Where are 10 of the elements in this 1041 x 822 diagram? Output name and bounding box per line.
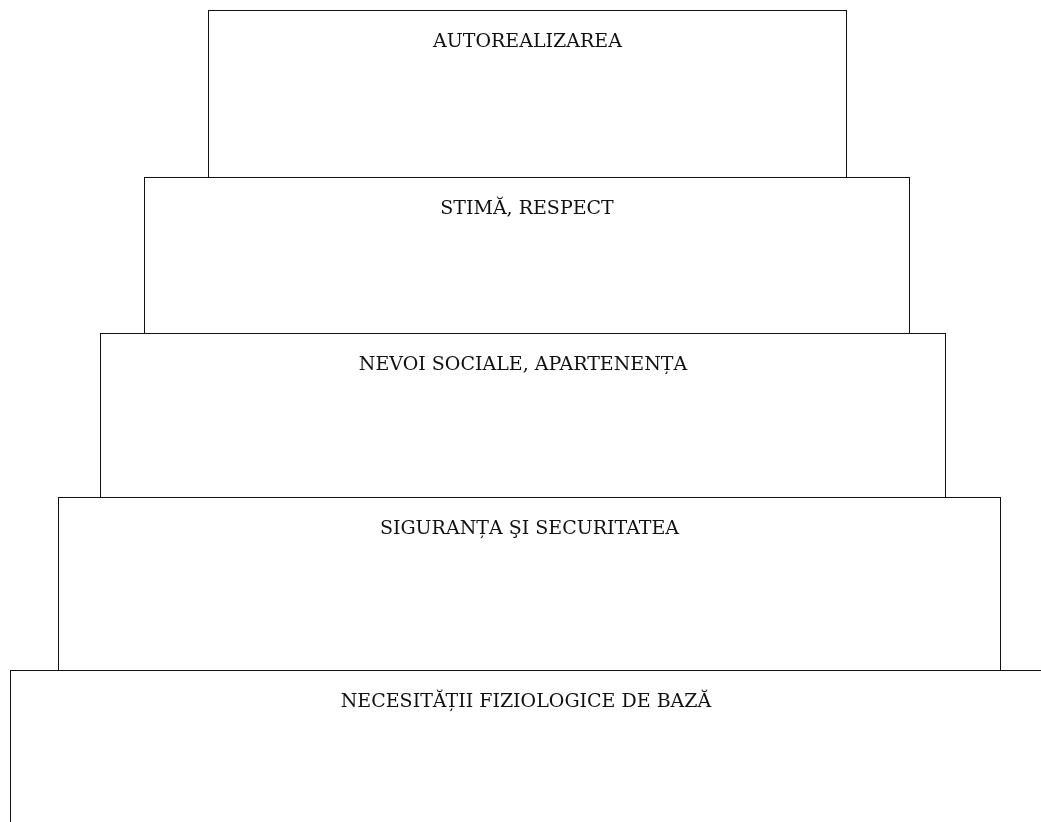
pyramid-level xyxy=(208,10,847,178)
pyramid-level xyxy=(10,670,1041,822)
level-title: NEVOI SOCIALE, APARTENENȚA xyxy=(358,352,688,374)
level-title: AUTOREALIZAREA xyxy=(433,29,622,51)
level-title: STIMĂ, RESPECT xyxy=(440,196,614,218)
pyramid-level xyxy=(100,333,946,498)
pyramid-level xyxy=(144,177,910,334)
level-title: NECESITĂȚII FIZIOLOGICE DE BAZĂ xyxy=(340,689,712,711)
level-title: SIGURANȚA ŞI SECURITATEA xyxy=(379,516,680,538)
pyramid-level xyxy=(58,497,1001,671)
